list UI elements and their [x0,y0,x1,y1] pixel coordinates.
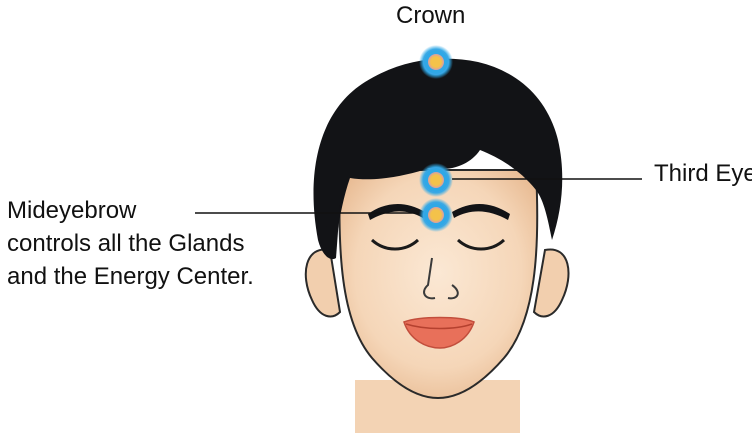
third-eye-label: Third Eye [654,160,752,189]
mideyebrow-label-line-3: and the Energy Center. [7,260,254,293]
left-ear [306,249,340,316]
mideyebrow-label-line-1: Mideyebrow [7,194,254,227]
crown-label: Crown [396,2,465,31]
mideyebrow-label: Mideyebrow controls all the Glands and t… [7,194,254,293]
energy-point-icon [419,45,453,79]
right-ear [534,249,569,316]
energy-point-icon [419,198,453,232]
energy-point-icon [419,163,453,197]
mideyebrow-label-line-2: controls all the Glands [7,227,254,260]
